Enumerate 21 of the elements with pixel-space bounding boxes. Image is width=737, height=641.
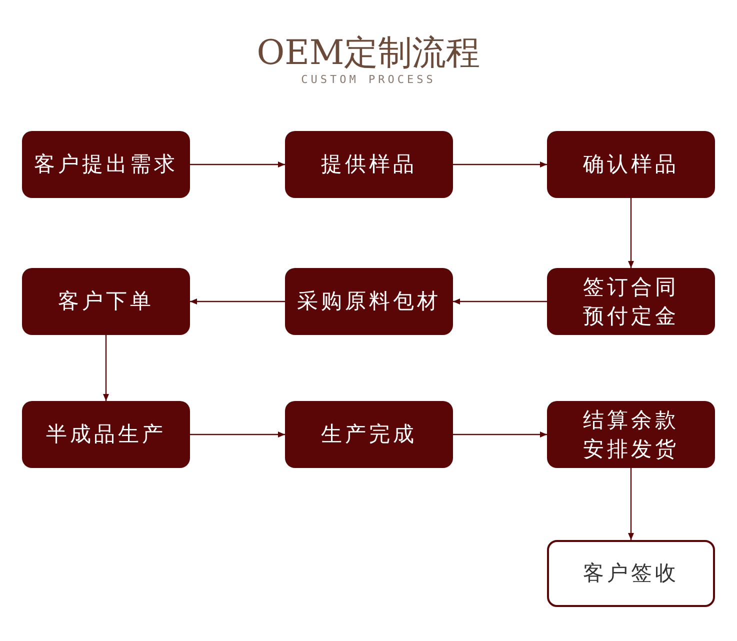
process-box: 生产完成 [285, 401, 453, 468]
arrow [628, 198, 634, 268]
process-box: 客户下单 [22, 268, 190, 335]
arrow [190, 162, 285, 168]
process-box: 客户签收 [547, 540, 715, 607]
process-box: 提供样品 [285, 131, 453, 198]
arrow [453, 432, 547, 438]
arrow [103, 335, 109, 401]
process-box: 半成品生产 [22, 401, 190, 468]
process-box: 签订合同预付定金 [547, 268, 715, 335]
subtitle: CUSTOM PROCESS [300, 73, 437, 86]
process-box: 采购原料包材 [285, 268, 453, 335]
arrow [453, 162, 547, 168]
arrow [190, 298, 285, 304]
process-box: 确认样品 [547, 131, 715, 198]
arrow [628, 468, 634, 540]
arrow [190, 432, 285, 438]
title: OEM定制流程 [256, 32, 482, 74]
process-box: 客户提出需求 [22, 131, 190, 198]
process-box: 结算余款安排发货 [547, 401, 715, 468]
arrow [453, 298, 547, 304]
